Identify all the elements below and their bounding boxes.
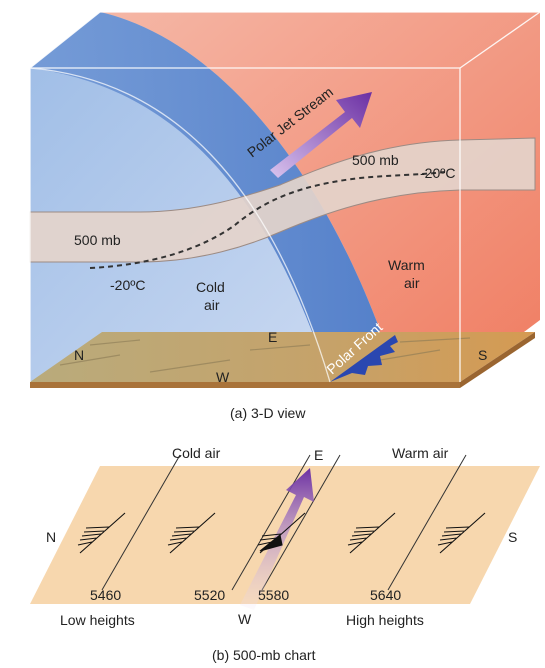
compass-south-b: S [508,529,517,545]
wind-barbs [77,512,486,554]
wind-barb [77,512,126,554]
cold-air-label-line2: air [204,297,220,313]
contour-line-5580 [261,454,341,591]
polar-front-symbol [330,335,398,382]
wind-barb [437,512,486,554]
jet-stream-arrow [270,92,372,178]
surface-500mb [29,137,536,263]
compass-north-a: N [74,347,84,363]
isotherm-label-left: -20ºC [110,277,145,293]
surface-500mb-label-right: 500 mb [352,152,399,168]
contour-label: 5520 [194,587,225,603]
ground-edge [30,382,460,388]
warm-air-label-line2: air [404,275,420,291]
isotherm-label-right: -20ºC [420,165,455,181]
warm-air-label-b: Warm air [392,445,449,461]
caption-a: (a) 3-D view [230,405,306,421]
ground-edge-side [460,332,535,388]
cold-air-label-line1: Cold [196,279,225,295]
contour-label: 5580 [258,587,289,603]
cold-air-mass [30,12,380,382]
contour-label: 5460 [90,587,121,603]
compass-east-b: E [314,447,323,463]
ground-texture [59,337,471,373]
compass-north-b: N [46,529,56,545]
contour-line-5640 [387,454,467,591]
compass-south-a: S [478,347,487,363]
ground-surface [30,332,535,382]
warm-air-label-line1: Warm [388,257,425,273]
contour-line-5520 [231,454,311,591]
compass-east-a: E [268,329,277,345]
compass-west-a: W [216,369,230,385]
contour-label: 5640 [370,587,401,603]
cold-air-label-b: Cold air [172,445,221,461]
panel-a-3d-view: Polar Jet Stream 500 mb 500 mb -20ºC -20… [29,11,541,421]
isotherm-minus-20 [89,171,446,269]
wind-barb [167,512,216,554]
high-heights-label: High heights [346,612,424,628]
surface-500mb-label-left: 500 mb [74,232,121,248]
low-heights-label: Low heights [60,612,135,628]
wind-barb [257,512,306,554]
wind-barb [347,512,396,554]
contour-line-5460 [101,454,181,591]
compass-west-b: W [238,611,252,627]
box-outline [29,11,541,383]
panel-b-500mb-chart: Cold air Warm air E N S W 5460 5520 5580… [30,445,540,663]
contour-lines [101,454,467,591]
caption-b: (b) 500-mb chart [212,647,316,663]
